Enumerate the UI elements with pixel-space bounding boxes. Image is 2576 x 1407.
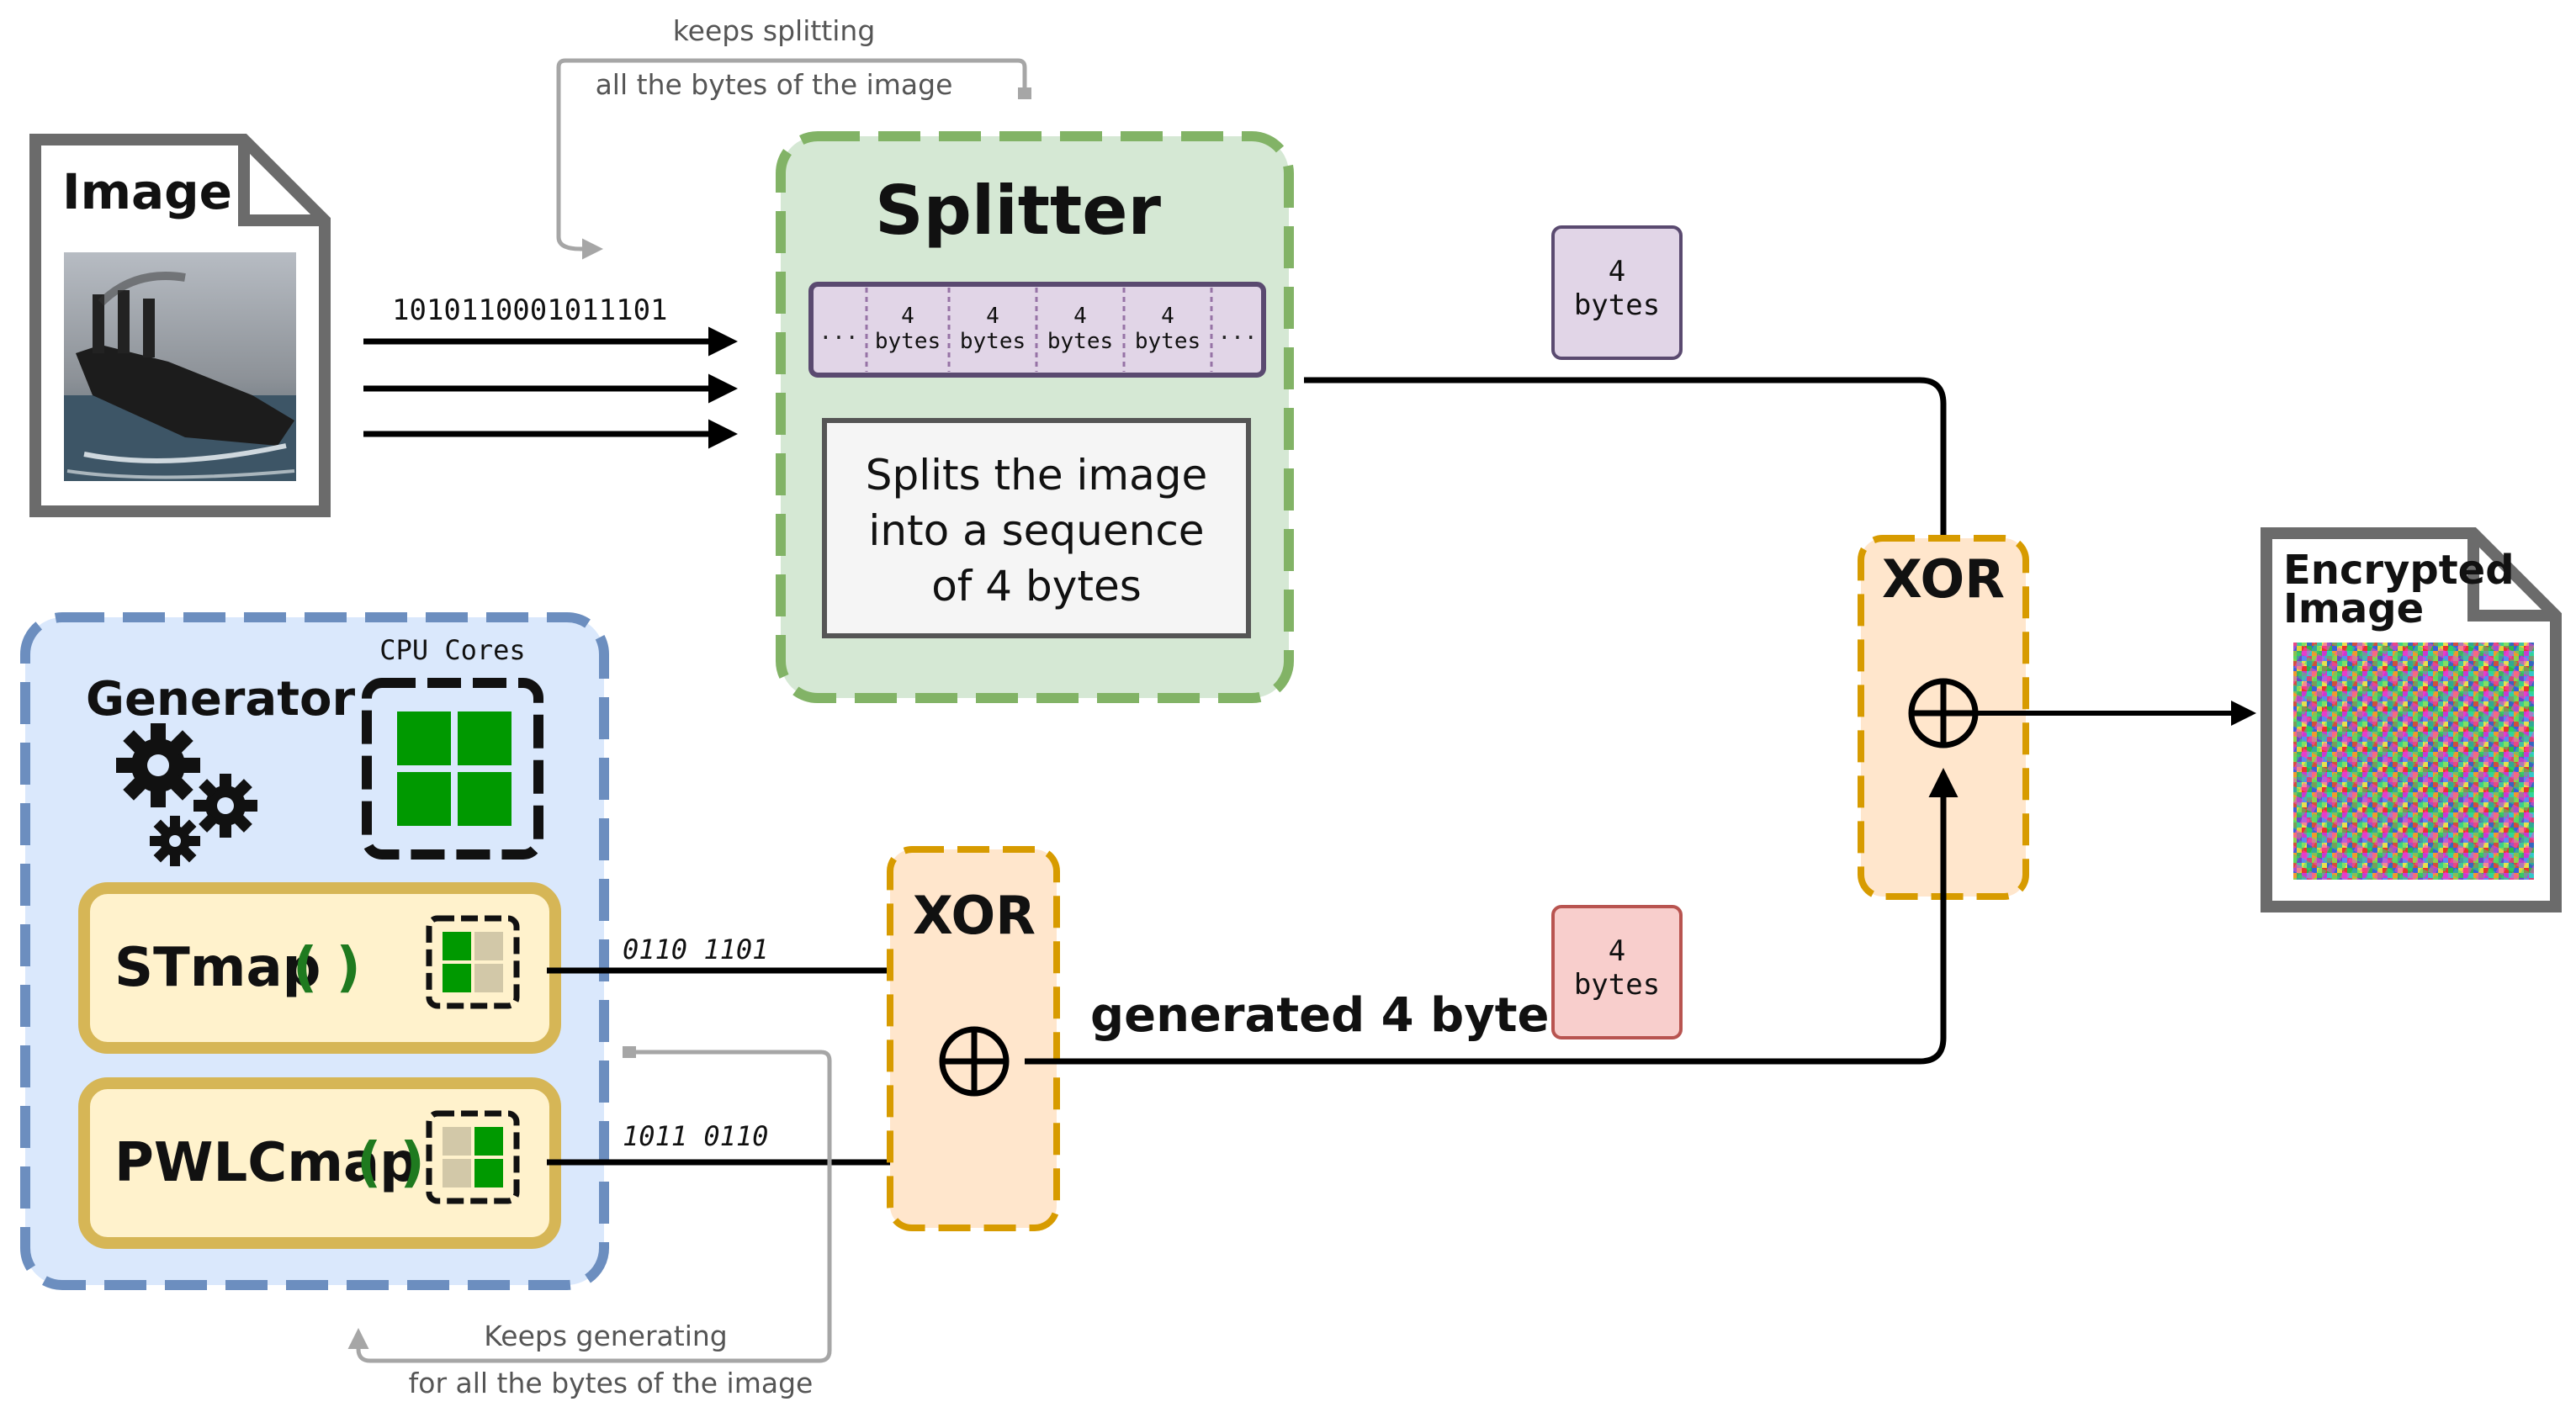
byte-cell-3-num: 4 <box>1073 304 1087 329</box>
byte-cell-4-word: bytes <box>1135 329 1201 354</box>
pwlcmap-name: PWLCmap <box>114 1132 418 1194</box>
generator-loop-arrow <box>347 1046 832 1363</box>
image-file-title: Image <box>62 163 232 220</box>
byte-cell-1-word: bytes <box>875 329 941 354</box>
splitter-desc-line-3: of 4 bytes <box>931 562 1142 611</box>
byte-cell-2-num: 4 <box>986 304 999 329</box>
encrypted-image-file-icon: Encrypted Image <box>2261 527 2562 912</box>
splitter-title: Splitter <box>875 172 1161 250</box>
generated-bytes-label: generated 4 bytes <box>1090 988 1577 1043</box>
generator-title: Generator <box>86 672 355 727</box>
bitstream-label: 1010110001011101 <box>392 294 668 327</box>
ship-photo <box>64 252 296 481</box>
image-to-splitter-arrows <box>363 326 738 449</box>
pwlcmap-bits: 1011 0110 <box>623 1120 768 1152</box>
output-bytes-word: bytes <box>1574 288 1660 322</box>
xor-inner-title: XOR <box>913 885 1036 946</box>
output-bytes-num: 4 <box>1609 255 1625 288</box>
stmap-core-icon <box>426 915 520 1009</box>
encrypted-title-line-1: Encrypted <box>2283 547 2515 594</box>
noise-image <box>2293 643 2534 880</box>
splitter-desc-line-1: Splits the image <box>866 451 1208 500</box>
generated-bytes-badge: 4 bytes <box>1551 905 1683 1039</box>
image-file-icon: Image <box>29 134 331 517</box>
pwlcmap-core-icon <box>426 1110 520 1204</box>
byte-cell-3-word: bytes <box>1047 329 1113 354</box>
gears-icon <box>116 723 257 866</box>
xor-inner-symbol <box>939 1026 1010 1097</box>
byte-sequence: ··· ··· 4 bytes 4 bytes 4 bytes 4 bytes <box>808 282 1266 378</box>
generator-loop-top: Keeps generating <box>484 1320 727 1352</box>
byte-ellipsis-left: ··· <box>819 325 859 351</box>
byte-cell-1-num: 4 <box>901 304 914 329</box>
pwlcmap-block: PWLCmap ( ) <box>78 1077 561 1249</box>
stmap-parens: ( ) <box>293 937 361 999</box>
output-bytes-badge: 4 bytes <box>1551 225 1683 360</box>
xor-outer-symbol <box>1908 678 1979 748</box>
byte-cell-4-num: 4 <box>1161 304 1174 329</box>
cpu-cores-label: CPU Cores <box>379 634 525 666</box>
xor-outer-title: XOR <box>1882 548 2005 610</box>
encrypted-title-line-2: Image <box>2283 585 2424 632</box>
splitter-description: Splits the image into a sequence of 4 by… <box>822 418 1251 638</box>
generated-bytes-num: 4 <box>1609 934 1625 968</box>
stmap-bits: 0110 1101 <box>623 934 768 965</box>
splitter-to-xor-line <box>1304 377 1959 670</box>
stmap-name: STmap <box>114 937 321 999</box>
stmap-block: STmap ( ) <box>78 882 561 1054</box>
cpu-cores-icon <box>362 678 543 860</box>
byte-ellipsis-right: ··· <box>1218 325 1258 351</box>
generated-bytes-word: bytes <box>1574 968 1660 1002</box>
splitter-desc-line-2: into a sequence <box>868 506 1204 555</box>
splitter-loop-arrow <box>556 58 1031 260</box>
splitter-loop-bottom: all the bytes of the image <box>596 68 953 101</box>
generated-to-xor-line <box>1025 768 1959 1065</box>
pwlcmap-parens: ( ) <box>357 1132 425 1194</box>
byte-cell-2-word: bytes <box>960 329 1026 354</box>
splitter-loop-top: keeps splitting <box>673 14 876 47</box>
generator-loop-bottom: for all the bytes of the image <box>409 1367 814 1399</box>
